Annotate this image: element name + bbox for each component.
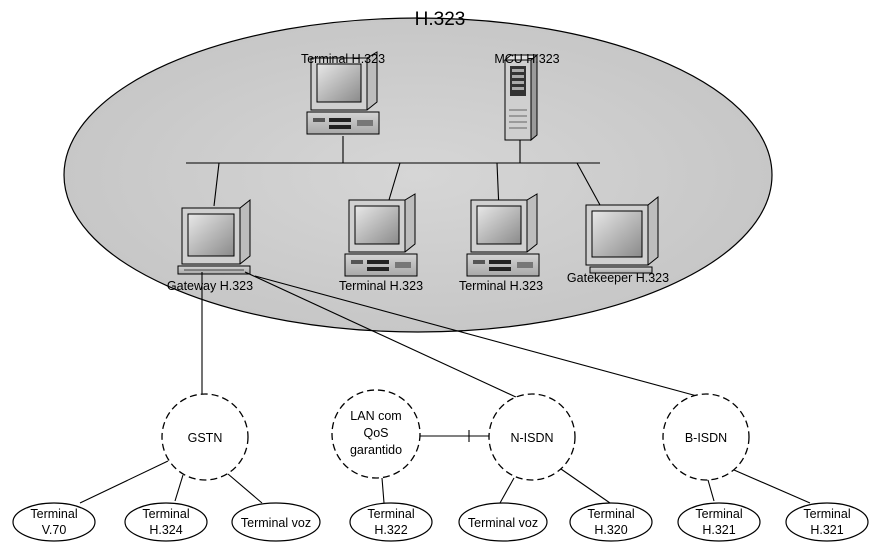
svg-text:Terminal voz: Terminal voz [241, 516, 311, 530]
network-lan-label-3: garantido [350, 443, 402, 457]
link-lan-h322 [381, 477, 385, 504]
svg-text:H.322: H.322 [374, 523, 407, 537]
svg-text:H.324: H.324 [149, 523, 182, 537]
terminal-h323-mid1-label: Terminal H.323 [339, 279, 423, 293]
svg-text:Terminal: Terminal [30, 507, 77, 521]
terminal-h321-b: Terminal H.321 [785, 502, 869, 542]
terminal-v70: Terminal V.70 [12, 502, 96, 542]
link-gatekeeper [576, 162, 601, 206]
mcu-h323-label: MCU H.323 [494, 52, 559, 66]
svg-text:Terminal: Terminal [695, 507, 742, 521]
network-bisdn-label: B-ISDN [685, 431, 727, 445]
network-gstn-label: GSTN [188, 431, 223, 445]
svg-text:H.320: H.320 [594, 523, 627, 537]
network-nisdn-label: N-ISDN [510, 431, 553, 445]
svg-text:Terminal: Terminal [142, 507, 189, 521]
gatekeeper-h323-label: Gatekeeper H.323 [567, 271, 669, 285]
svg-text:H.321: H.321 [810, 523, 843, 537]
terminal-h320: Terminal H.320 [569, 502, 653, 542]
terminal-h323-mid1-icon [344, 193, 418, 277]
svg-text:Terminal: Terminal [367, 507, 414, 521]
link-gateway-nisdn [244, 271, 519, 399]
terminal-h322: Terminal H.322 [349, 502, 433, 542]
network-lan-label-1: LAN com [350, 409, 401, 423]
svg-text:H.321: H.321 [702, 523, 735, 537]
network-lan-label-2: QoS [363, 426, 388, 440]
network-lan-qos [331, 389, 421, 479]
link-nisdn-voz [499, 477, 515, 504]
link-bisdn-h321a [707, 479, 715, 502]
zone-title: H.323 [415, 9, 466, 30]
gateway-h323-icon [177, 199, 251, 275]
link-gstn-h324 [174, 474, 184, 502]
link-gateway [213, 162, 220, 207]
terminal-h323-mid2-label: Terminal H.323 [459, 279, 543, 293]
svg-text:Terminal: Terminal [587, 507, 634, 521]
terminal-voz-gstn: Terminal voz [231, 502, 321, 542]
terminal-h321-a: Terminal H.321 [677, 502, 761, 542]
terminal-voz-nisdn: Terminal voz [458, 502, 548, 542]
link-bisdn-h321b [733, 469, 811, 504]
network-gstn [161, 393, 249, 481]
gatekeeper-h323-icon [585, 196, 659, 274]
network-nisdn [488, 393, 576, 481]
terminal-h323-mid2-icon [466, 193, 540, 277]
terminal-h323-top-label: Terminal H.323 [301, 52, 385, 66]
terminal-h324: Terminal H.324 [124, 502, 208, 542]
link-gstn-v70 [79, 460, 169, 504]
mcu-h323-icon [504, 54, 538, 141]
link-gateway-bisdn [254, 275, 698, 397]
link-nisdn-h320 [560, 468, 611, 504]
link-gstn-voz [227, 473, 263, 504]
svg-text:V.70: V.70 [42, 523, 67, 537]
svg-text:Terminal voz: Terminal voz [468, 516, 538, 530]
network-bisdn [662, 393, 750, 481]
svg-text:Terminal: Terminal [803, 507, 850, 521]
gateway-h323-label: Gateway H.323 [167, 279, 253, 293]
